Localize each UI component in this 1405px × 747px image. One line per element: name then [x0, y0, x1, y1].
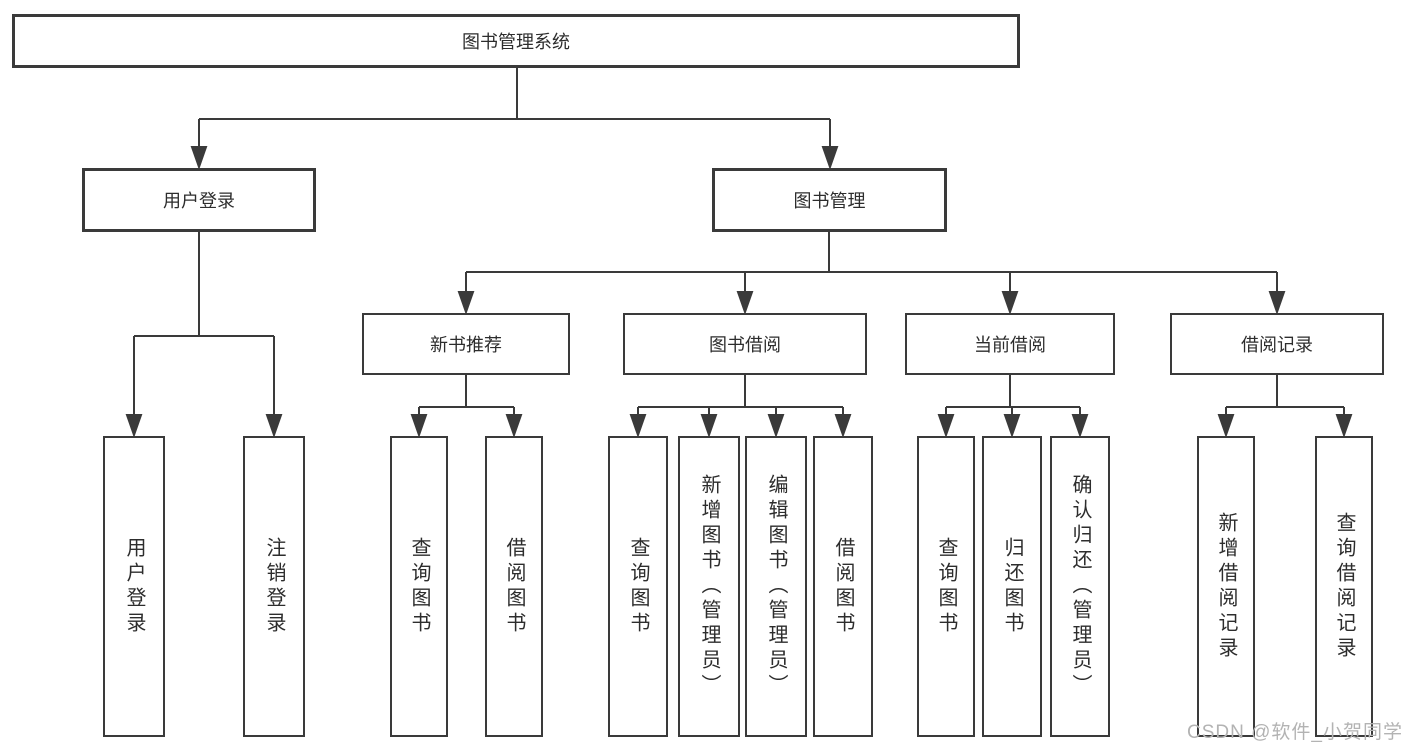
node-book-borrowing: 图书借阅 [623, 313, 867, 375]
leaf-user-login: 用户登录 [103, 436, 165, 737]
connector-user-login-children [125, 231, 283, 439]
node-root: 图书管理系统 [12, 14, 1020, 68]
node-current-borrowing: 当前借阅 [905, 313, 1115, 375]
csdn-watermark: CSDN @软件_小贺同学 [1187, 722, 1403, 743]
leaf-confirm-return-admin: 确认归还（管理员） [1050, 436, 1110, 737]
node-borrowing-records: 借阅记录 [1170, 313, 1384, 375]
leaf-query-books-recommend: 查询图书 [390, 436, 448, 737]
node-book-management: 图书管理 [712, 168, 947, 232]
connector-root-to-level2 [190, 67, 839, 171]
leaf-logout: 注销登录 [243, 436, 305, 737]
connector-book-management-children [457, 231, 1286, 316]
leaf-add-book-admin: 新增图书（管理员） [678, 436, 740, 737]
leaf-return-books: 归还图书 [982, 436, 1042, 737]
node-user-login: 用户登录 [82, 168, 316, 232]
connector-borrowing-records-children [1217, 374, 1353, 439]
leaf-borrow-books-recommend: 借阅图书 [485, 436, 543, 737]
connector-book-borrowing-children [629, 374, 852, 439]
connector-current-borrowing-children [937, 374, 1089, 439]
leaf-query-borrow-record: 查询借阅记录 [1315, 436, 1373, 737]
leaf-query-books-borrowing: 查询图书 [608, 436, 668, 737]
leaf-edit-book-admin: 编辑图书（管理员） [745, 436, 807, 737]
leaf-add-borrow-record: 新增借阅记录 [1197, 436, 1255, 737]
leaf-query-books-current: 查询图书 [917, 436, 975, 737]
leaf-borrow-books: 借阅图书 [813, 436, 873, 737]
node-new-book-recommend: 新书推荐 [362, 313, 570, 375]
connector-new-book-recommend-children [410, 374, 523, 439]
